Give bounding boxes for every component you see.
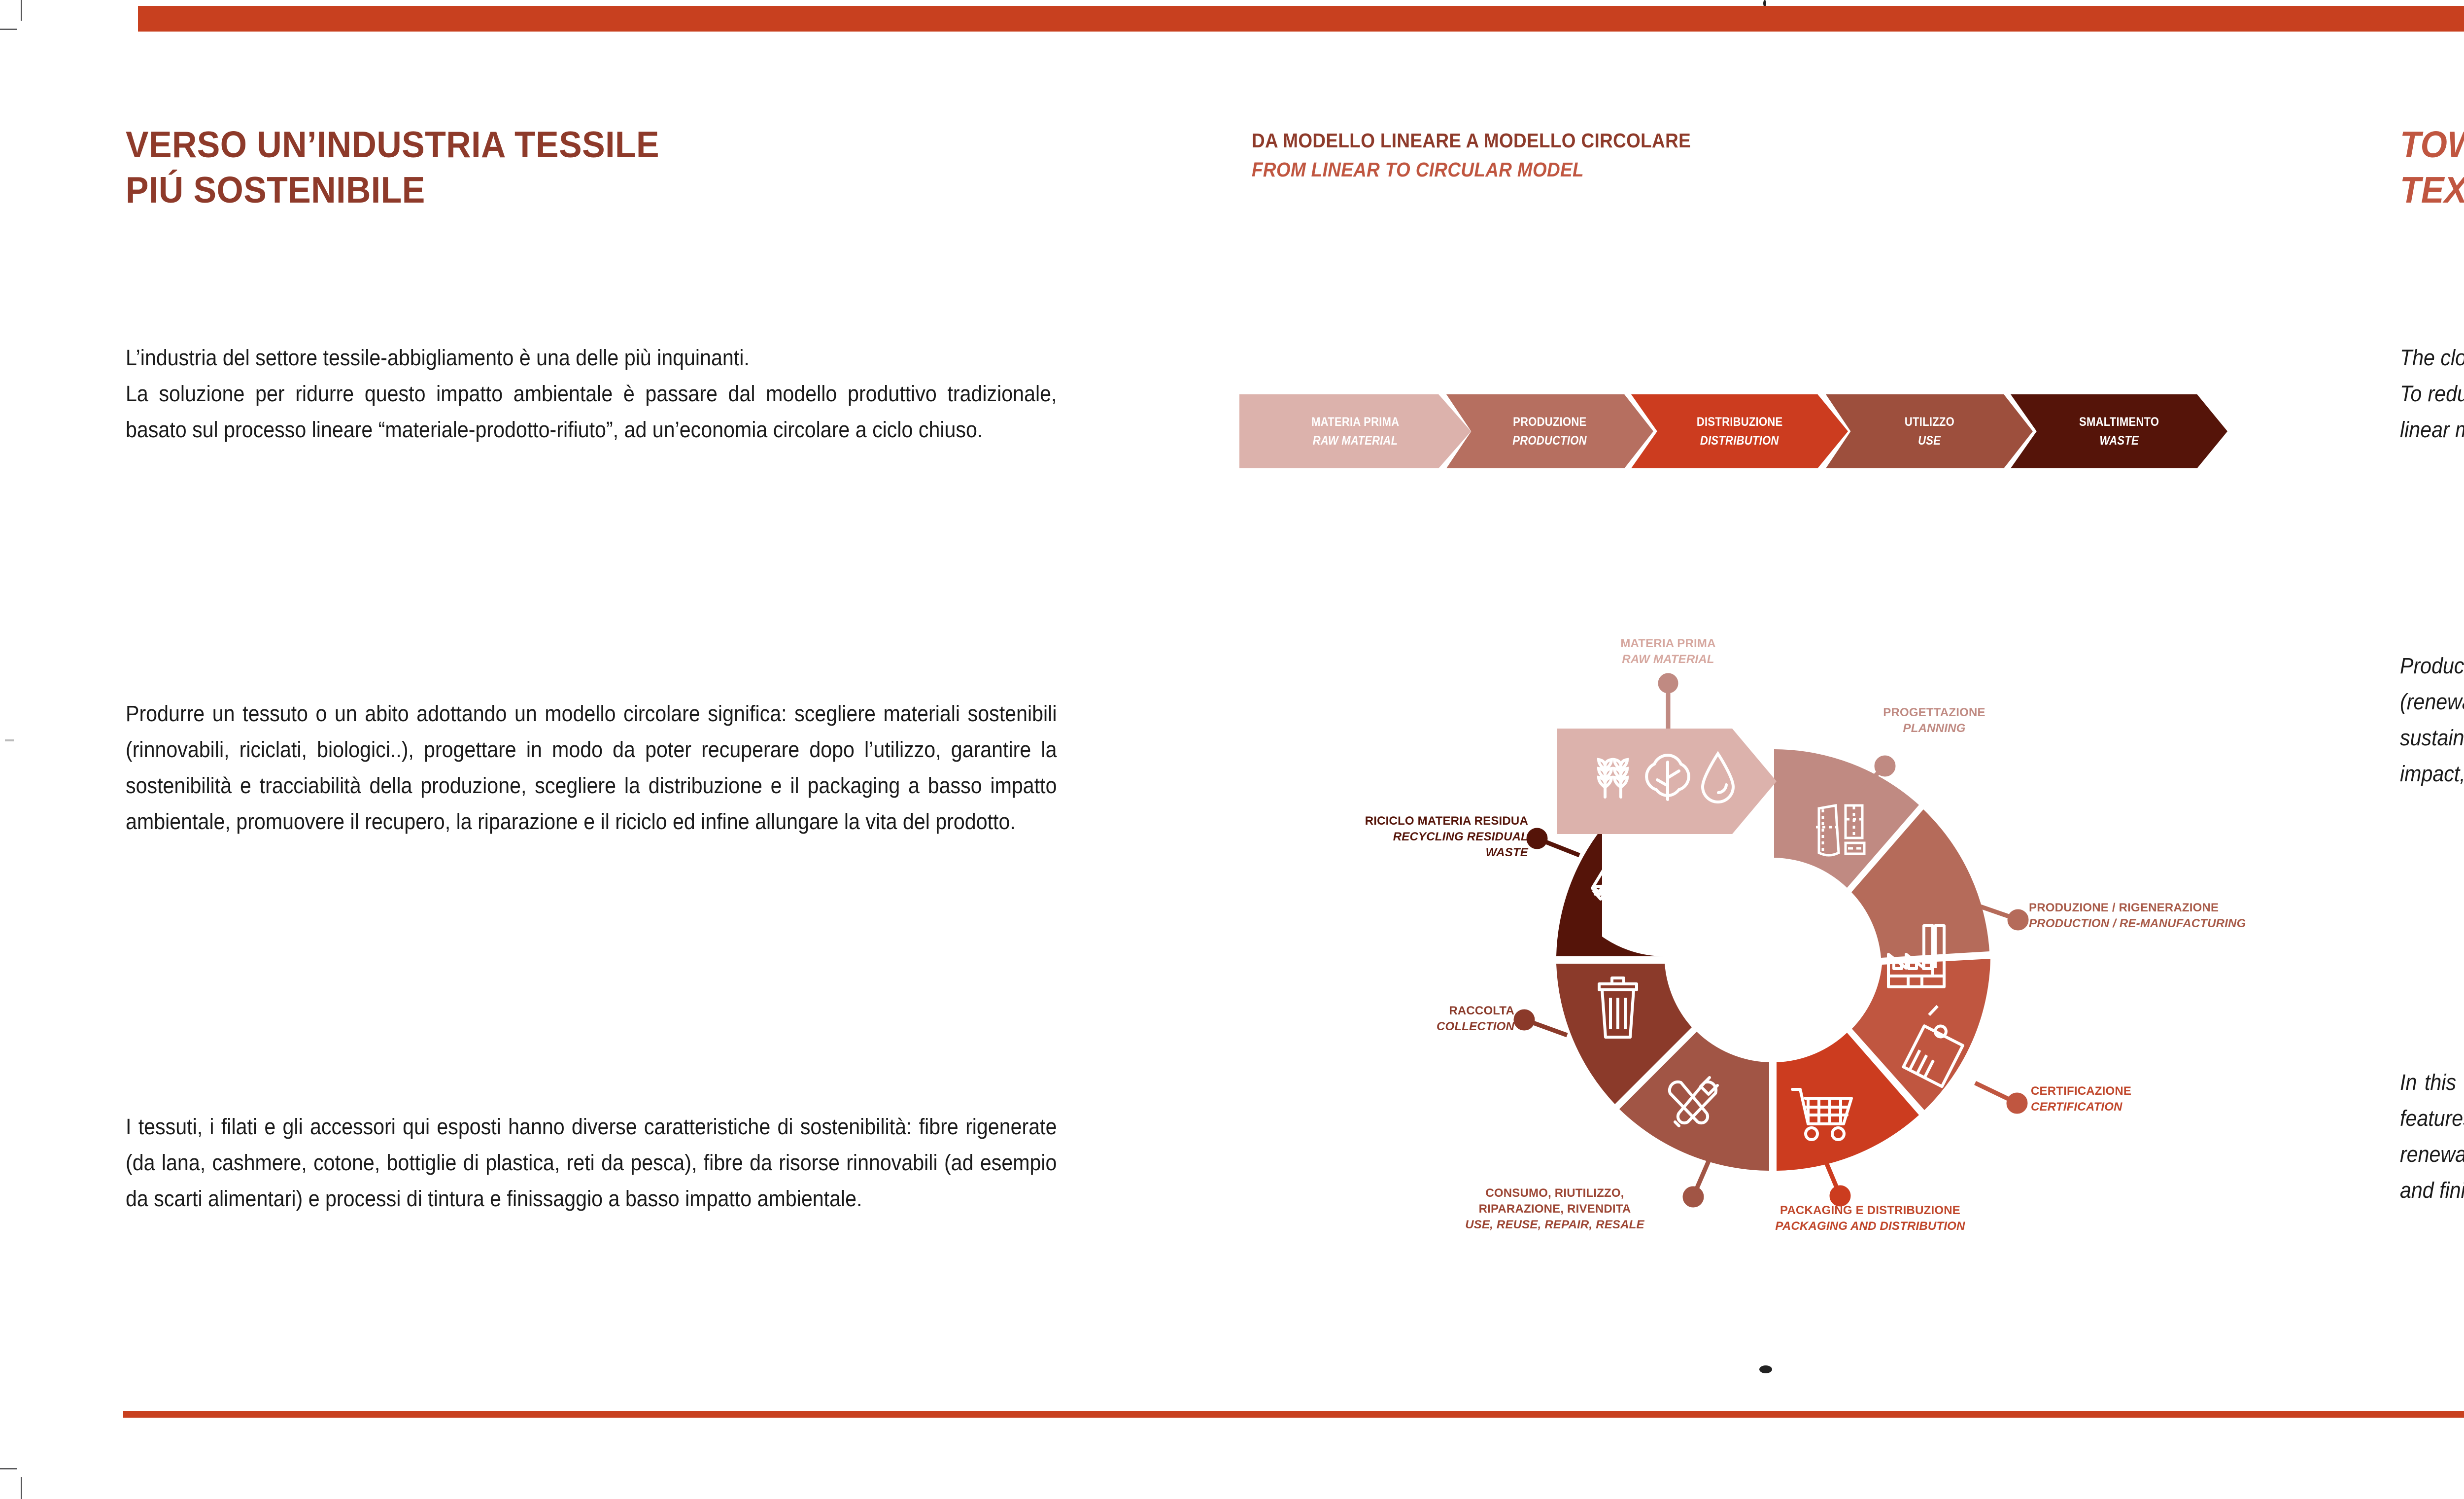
wheel-label-raw-material-en: RAW MATERIAL	[1622, 653, 1714, 666]
tools-icon	[1668, 1076, 1719, 1127]
chain-step-label-it: MATERIA PRIMA	[1311, 415, 1400, 429]
wheel-segment-production	[1851, 809, 1989, 958]
chain-step-distribution: DISTRIBUZIONE DISTRIBUTION	[1631, 394, 1848, 468]
wheel-segment-use	[1619, 1032, 1769, 1171]
italian-paragraph-1-line2: La soluzione per ridurre questo impatto …	[126, 381, 1057, 442]
wheel-label-use-en: USE, REUSE, REPAIR, RESALE	[1465, 1218, 1644, 1232]
wheel-segment-recycling	[1556, 828, 1665, 957]
page-title-english-line1: TOWARD AN ENVIRONMENTALLY FRIENDLY	[2400, 124, 2464, 165]
wheel-label-raw-material-it: MATERIA PRIMA	[1620, 637, 1716, 650]
chain-step-label-it: DISTRIBUZIONE	[1696, 415, 1783, 429]
chain-step-use: UTILIZZO USE	[1826, 394, 2033, 468]
wheel-label-collection-en: COLLECTION	[1437, 1020, 1514, 1034]
english-paragraph-3: In this installation we display a select…	[2400, 1070, 2464, 1203]
leader-packaging	[1820, 1152, 1851, 1207]
leader-production	[1974, 902, 2029, 931]
wheel-label-planning-it: PROGETTAZIONE	[1883, 706, 1985, 719]
italian-paragraph-3: I tessuti, i filati e gli accessori qui …	[126, 1114, 1057, 1211]
english-paragraph-1-line1: The clothing and textile industry is the…	[2400, 345, 2464, 370]
registration-mark-left	[5, 739, 14, 741]
wheel-label-use: CONSUMO, RIUTILIZZO, RIPARAZIONE, RIVEND…	[1422, 1185, 1688, 1233]
price-tag-icon	[1902, 1005, 1964, 1088]
wheel-label-recycling-en-line1: RECYCLING RESIDUAL	[1393, 830, 1528, 844]
leader-collection	[1513, 1009, 1568, 1038]
page-title-english: TOWARD AN ENVIRONMENTALLY FRIENDLY TEXTI…	[2400, 122, 2464, 212]
trash-bin-icon	[1598, 976, 1638, 1039]
leader-recycling	[1526, 828, 1580, 858]
wheel-label-planning-en: PLANNING	[1903, 722, 1966, 735]
crop-mark-top-left-v	[21, 0, 22, 21]
registration-mark-bottom	[1759, 1365, 1772, 1373]
center-title-italian: DA MODELLO LINEARE A MODELLO CIRCOLARE	[1252, 129, 1691, 152]
chain-step-label-en: PRODUCTION	[1512, 433, 1587, 448]
chain-step-raw-material: MATERIA PRIMA RAW MATERIAL	[1239, 394, 1471, 468]
chain-step-waste: SMALTIMENTO WASTE	[2011, 394, 2227, 468]
leader-planning	[1849, 755, 1896, 802]
recycle-icon	[1591, 845, 1637, 901]
italian-paragraph-1: L’industria del settore tessile-abbiglia…	[126, 340, 1057, 448]
water-drop-icon	[1701, 751, 1735, 803]
top-red-bar	[138, 6, 2464, 32]
chain-step-label-it: SMALTIMENTO	[2079, 415, 2159, 429]
wheel-label-recycling-en-line2: WASTE	[1485, 846, 1528, 860]
shopping-cart-icon	[1791, 1088, 1853, 1141]
bottom-red-rule	[123, 1411, 2464, 1418]
wheel-label-certification: CERTIFICAZIONE CERTIFICATION	[2031, 1083, 2238, 1115]
crop-mark-top-left-h	[0, 29, 17, 30]
page-title-italian: VERSO UN’INDUSTRIA TESSILE PIÚ SOSTENIBI…	[126, 122, 1088, 212]
wheel-label-certification-it: CERTIFICAZIONE	[2031, 1084, 2132, 1098]
center-title: DA MODELLO LINEARE A MODELLO CIRCOLARE F…	[1252, 129, 2188, 181]
registration-mark-top	[1763, 0, 1766, 7]
english-paragraph-1: The clothing and textile industry is the…	[2400, 340, 2464, 448]
chain-step-label-en: DISTRIBUTION	[1700, 433, 1779, 448]
italian-paragraph-2: Produrre un tessuto o un abito adottando…	[126, 701, 1057, 834]
page-title-italian-line2: PIÚ SOSTENIBILE	[126, 169, 425, 210]
wheel-label-packaging-it: PACKAGING E DISTRIBUZIONE	[1780, 1204, 1960, 1217]
page-title-english-line2: TEXTILE INDUSTRY	[2400, 169, 2464, 210]
italian-paragraph-1-line1: L’industria del settore tessile-abbiglia…	[126, 345, 750, 370]
wheel-label-packaging: PACKAGING E DISTRIBUZIONE PACKAGING AND …	[1732, 1203, 2008, 1234]
sewing-pattern-icon	[1816, 804, 1866, 857]
circular-model-svg	[1513, 673, 2029, 1208]
wheel-label-recycling-it: RICICLO MATERIA RESIDUA	[1365, 814, 1528, 828]
center-title-english: FROM LINEAR TO CIRCULAR MODEL	[1252, 158, 1584, 181]
wheel-segment-packaging	[1777, 1033, 1919, 1171]
wheel-label-production: PRODUZIONE / RIGENERAZIONE PRODUCTION / …	[2029, 900, 2305, 932]
wheel-label-planning: PROGETTAZIONE PLANNING	[1846, 705, 2023, 736]
chain-step-label-it: PRODUZIONE	[1513, 415, 1587, 429]
crop-mark-bottom-left-h	[0, 1468, 17, 1469]
linear-model-chain: MATERIA PRIMA RAW MATERIAL PRODUZIONE PR…	[1239, 394, 2309, 468]
wheel-segment-collection	[1556, 964, 1692, 1104]
english-paragraph-1-line2: To reduce this environmental impact we m…	[2400, 381, 2464, 442]
chain-step-label-en: WASTE	[2099, 433, 2139, 448]
wheel-label-recycling: RICICLO MATERIA RESIDUA RECYCLING RESIDU…	[1234, 813, 1528, 861]
chain-step-label-en: RAW MATERIAL	[1312, 433, 1398, 448]
wheel-label-use-it-line2: RIPARAZIONE, RIVENDITA	[1478, 1202, 1631, 1216]
circular-model-wheel: MATERIA PRIMA RAW MATERIAL PROGETTAZIONE…	[1205, 587, 2333, 1277]
wheel-label-collection: RACCOLTA COLLECTION	[1317, 1003, 1514, 1035]
leader-raw-material	[1658, 673, 1678, 729]
wheel-label-production-en: PRODUCTION / RE-MANUFACTURING	[2029, 917, 2246, 931]
english-paragraph-2: Producing a fabric or a dress by adoptin…	[2400, 653, 2464, 786]
tree-icon	[1645, 753, 1690, 801]
chain-step-production: PRODUZIONE PRODUCTION	[1446, 394, 1653, 468]
wheel-label-raw-material: MATERIA PRIMA RAW MATERIAL	[1555, 636, 1781, 667]
wheel-label-packaging-en: PACKAGING AND DISTRIBUTION	[1775, 1220, 1965, 1233]
leader-use	[1682, 1153, 1714, 1208]
wheel-label-production-it: PRODUZIONE / RIGENERAZIONE	[2029, 901, 2219, 914]
chain-step-label-it: UTILIZZO	[1904, 415, 1954, 429]
factory-icon	[1887, 924, 1946, 988]
page-title-italian-line1: VERSO UN’INDUSTRIA TESSILE	[126, 124, 659, 165]
wheel-label-use-it-line1: CONSUMO, RIUTILIZZO,	[1485, 1186, 1624, 1200]
wheel-label-certification-en: CERTIFICATION	[2031, 1100, 2122, 1114]
crop-mark-bottom-left-v	[21, 1477, 22, 1499]
wheel-label-collection-it: RACCOLTA	[1449, 1004, 1514, 1017]
chain-step-label-en: USE	[1917, 433, 1941, 448]
leader-certification	[1974, 1081, 2028, 1114]
